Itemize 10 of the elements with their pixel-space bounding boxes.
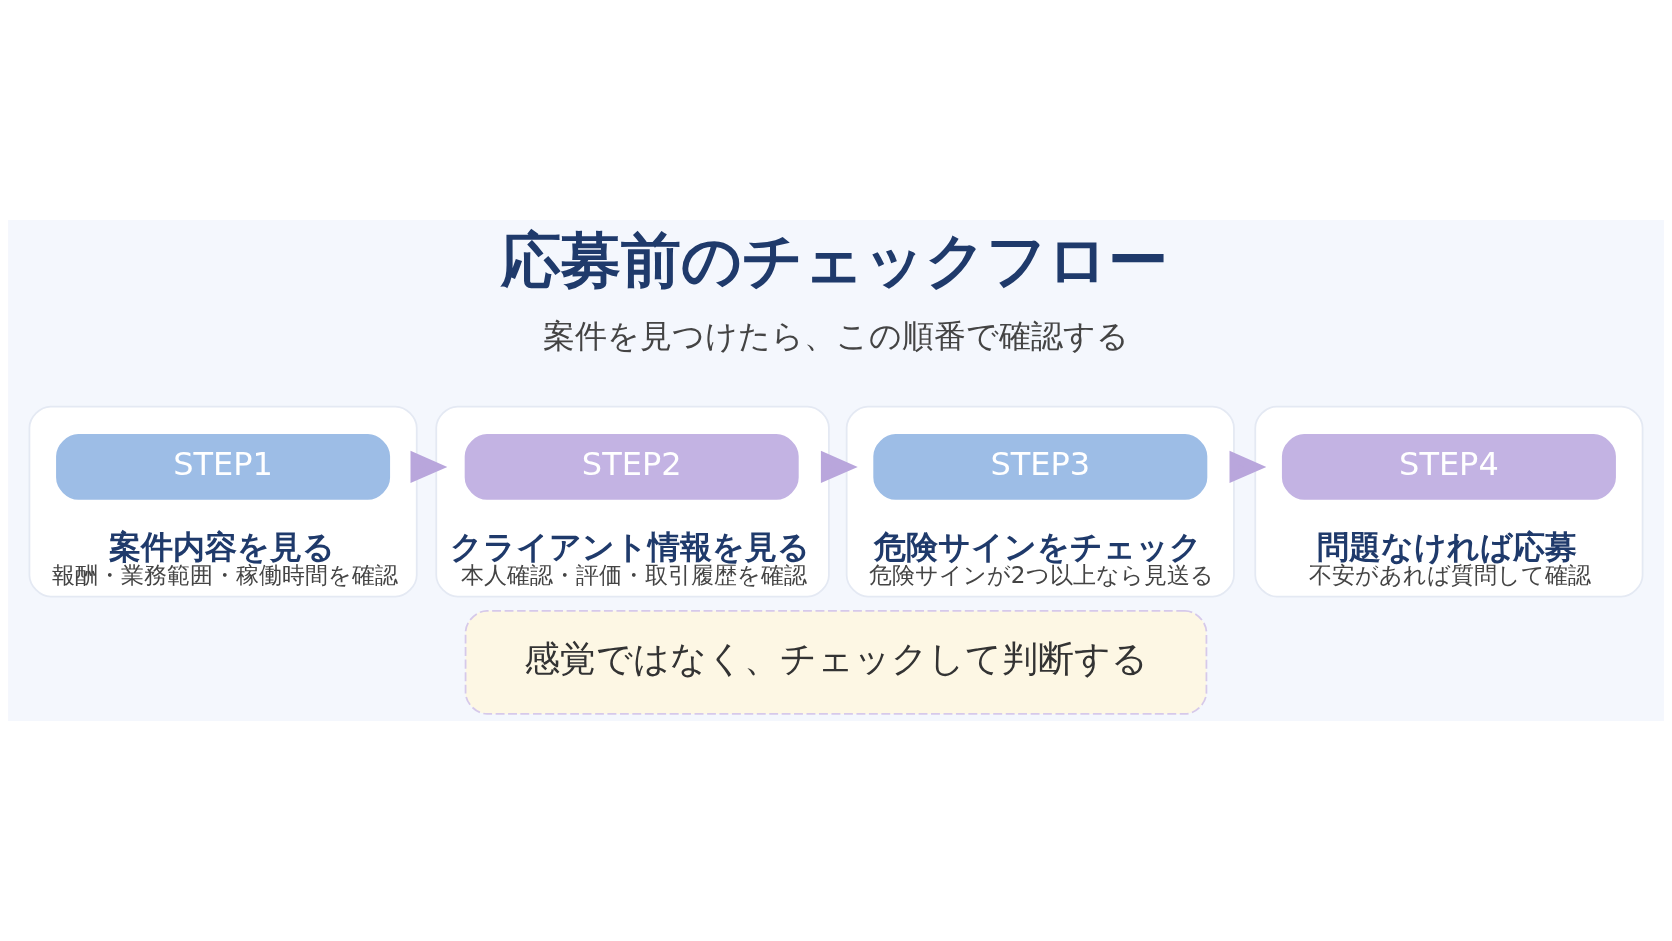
arrow bbox=[1229, 450, 1267, 484]
node-box: STEP3 bbox=[873, 434, 1208, 500]
node-box: 感覚ではなく、チェックして判断する bbox=[464, 609, 1208, 715]
arrow bbox=[820, 450, 858, 484]
label: 案件を見つけたら、この順番で確認する bbox=[543, 316, 1129, 355]
node-box: STEP1 bbox=[56, 434, 391, 500]
diagram-title: 応募前のチェックフロー bbox=[501, 224, 1169, 295]
arrow bbox=[410, 450, 448, 484]
node-box: STEP4 bbox=[1281, 434, 1616, 500]
node-box: STEP2 bbox=[464, 434, 799, 500]
